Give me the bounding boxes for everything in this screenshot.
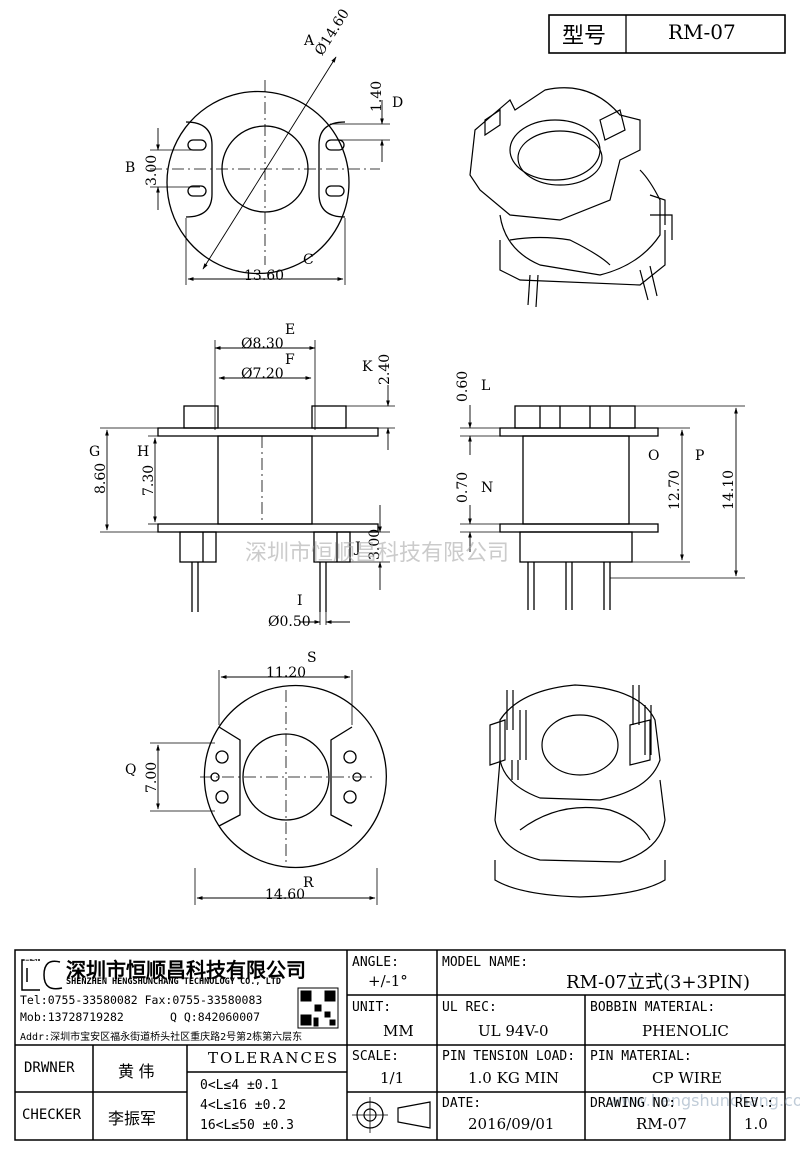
dim-1360: 13.60 xyxy=(244,268,285,284)
angle-label: ANGLE: xyxy=(352,955,399,970)
rev-value: 1.0 xyxy=(744,1115,768,1133)
dim-label-p: P xyxy=(695,448,705,464)
company-qq: Q Q:842060007 xyxy=(170,1010,261,1024)
checker-value: 李振军 xyxy=(108,1111,157,1128)
pin-material-label: PIN MATERIAL: xyxy=(590,1049,692,1064)
qr-code xyxy=(297,987,339,1029)
ulrec-value: UL 94V-0 xyxy=(478,1022,549,1040)
unit-label: UNIT: xyxy=(352,1000,392,1015)
dim-phi050: Ø0.50 xyxy=(268,614,311,630)
dim-label-g: G xyxy=(89,444,101,460)
angle-value: +/-1° xyxy=(368,972,408,990)
bottom-view xyxy=(150,670,387,905)
dim-phi830: Ø8.30 xyxy=(241,336,284,352)
dim-label-a: A xyxy=(304,33,315,49)
checker-label: CHECKER xyxy=(22,1107,82,1123)
watermark-bottom: www.hengshunchang.com xyxy=(608,1091,800,1110)
dim-label-s: S xyxy=(307,650,317,666)
dim-label-r: R xyxy=(303,875,314,891)
company-addr: Addr:深圳市宝安区福永街道桥头社区重庆路2号第2栋第六层东 xyxy=(20,1032,303,1043)
scale-value: 1/1 xyxy=(380,1069,405,1087)
dim-label-i: I xyxy=(297,593,303,609)
date-label: DATE: xyxy=(442,1096,482,1111)
drawing-no-value: RM-07 xyxy=(636,1115,687,1133)
company-name-cn: 深圳市恒顺昌科技有限公司 xyxy=(66,958,306,982)
ulrec-label: UL REC: xyxy=(442,1000,497,1015)
type-label: 型号 xyxy=(562,24,607,49)
dim-label-o: O xyxy=(648,448,660,464)
dim-label-e: E xyxy=(285,322,296,338)
dim-1460: 14.60 xyxy=(265,887,306,903)
company-logo xyxy=(21,959,63,991)
model-code: RM-07 xyxy=(668,20,736,44)
company-mob: Mob:13728719282 xyxy=(20,1010,124,1024)
dim-label-l: L xyxy=(481,378,491,394)
pin-material-value: CP WIRE xyxy=(652,1069,722,1087)
dim-phi720: Ø7.20 xyxy=(241,366,284,382)
scale-label: SCALE: xyxy=(352,1049,399,1064)
date-value: 2016/09/01 xyxy=(468,1115,555,1133)
dim-700: 7.00 xyxy=(144,761,160,793)
watermark-center: 深圳市恒顺昌科技有限公司 xyxy=(245,541,510,566)
drawner-value: 黄 伟 xyxy=(118,1064,155,1081)
dim-860: 8.60 xyxy=(93,462,109,494)
dim-label-q: Q xyxy=(125,762,137,778)
dim-1120: 11.20 xyxy=(266,665,307,681)
tol-row-1: 0<L≤4 ±0.1 xyxy=(200,1078,279,1093)
company-logo-text: HSC xyxy=(24,955,44,965)
dim-1410: 14.10 xyxy=(721,469,737,510)
dim-1270: 12.70 xyxy=(667,469,683,510)
top-view xyxy=(150,56,390,285)
company-name-en: SHENZHEN HENGSHUNCHANG TECHNOLOGY CO., L… xyxy=(66,977,281,987)
title-block-frame xyxy=(14,949,786,1141)
tol-row-2: 4<L≤16 ±0.2 xyxy=(200,1098,287,1113)
company-tel: Tel:0755-33580082 Fax:0755-33580083 xyxy=(20,993,263,1007)
dim-300a: 3.00 xyxy=(144,154,160,186)
pin-tension-value: 1.0 KG MIN xyxy=(468,1069,559,1087)
drawing-no-label: DRAWING NO: xyxy=(590,1096,677,1111)
dim-730: 7.30 xyxy=(141,464,157,496)
model-label: MODEL NAME: xyxy=(442,955,529,970)
dim-070: 0.70 xyxy=(455,471,471,503)
dim-label-c: C xyxy=(303,252,314,268)
dim-label-k: K xyxy=(362,359,373,375)
front-view xyxy=(100,340,395,625)
unit-value: MM xyxy=(383,1022,414,1040)
tolerances-label: TOLERANCES xyxy=(208,1049,340,1067)
dim-label-n: N xyxy=(481,480,494,496)
projection-symbol xyxy=(352,1097,431,1133)
rev-label: REV.: xyxy=(735,1096,775,1111)
iso-view-top xyxy=(469,87,673,308)
bobbin-label: BOBBIN MATERIAL: xyxy=(590,1000,716,1015)
dim-label-b: B xyxy=(125,160,136,176)
bobbin-value: PHENOLIC xyxy=(642,1022,729,1040)
dim-label-f: F xyxy=(285,352,295,368)
dim-label-h: H xyxy=(137,444,150,460)
pin-tension-label: PIN TENSION LOAD: xyxy=(442,1049,576,1064)
header-box xyxy=(548,14,786,54)
iso-view-bottom xyxy=(489,684,666,898)
dim-label-j: J xyxy=(355,540,361,556)
model-value: RM-07立式(3+3PIN) xyxy=(566,972,750,993)
drawner-label: DRWNER xyxy=(24,1060,75,1076)
dim-060: 0.60 xyxy=(455,370,471,402)
dim-label-d: D xyxy=(392,95,404,111)
tol-row-3: 16<L≤50 ±0.3 xyxy=(200,1118,294,1133)
dim-240: 2.40 xyxy=(377,353,393,385)
dim-140: 1.40 xyxy=(369,80,385,112)
side-view xyxy=(460,405,745,610)
